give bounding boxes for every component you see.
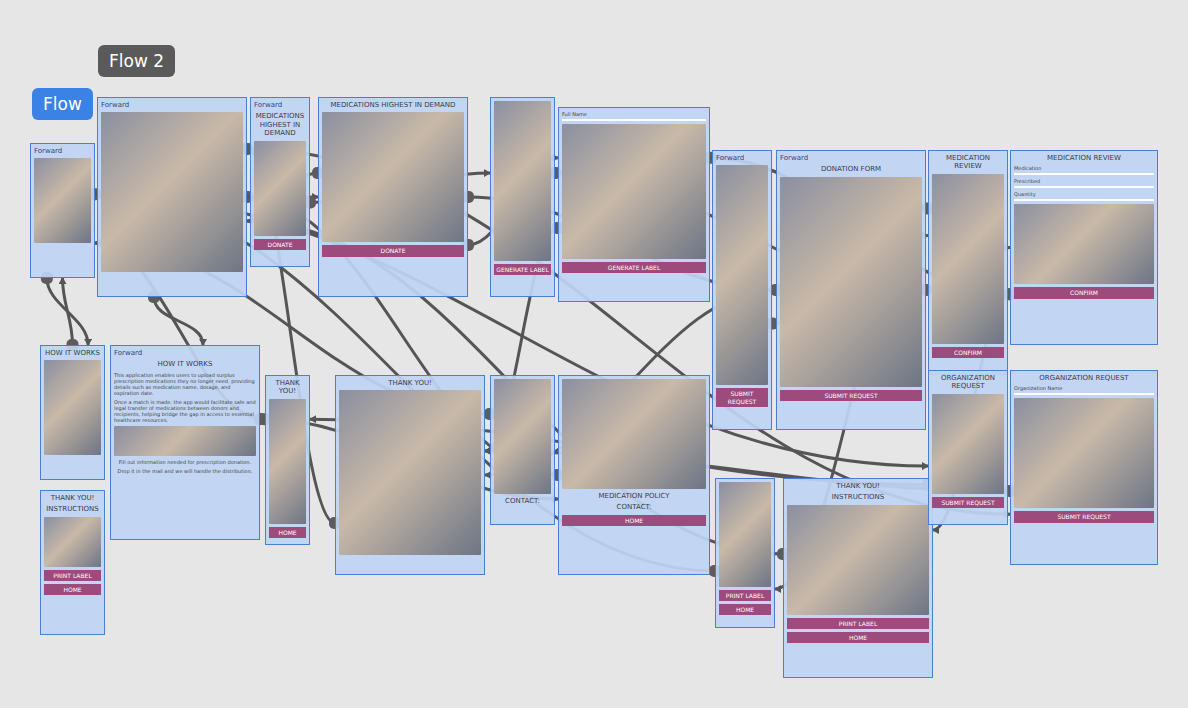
button-label: CONFIRM	[932, 347, 1004, 358]
button-label: SUBMIT REQUEST	[716, 388, 768, 406]
screen-frame: MEDICATION POLICY CONTACT: HOME	[558, 375, 710, 575]
screen-image	[494, 379, 551, 494]
button-label: HOME	[562, 515, 706, 526]
field-label: Medication	[1014, 165, 1154, 175]
flow-tag: Flow 2	[98, 45, 175, 77]
screen-frame: ForwardHOW IT WORKS This application enab…	[110, 345, 260, 540]
screen-image	[780, 177, 922, 387]
screen-heading: DONATION FORM	[821, 165, 881, 173]
screen-heading: HOW IT WORKS	[158, 360, 213, 368]
button-label: HOME	[44, 584, 101, 595]
button-label: DONATE	[322, 245, 464, 256]
button-label: SUBMIT REQUEST	[932, 497, 1004, 508]
screen-frame: THANK YOU!	[335, 375, 485, 575]
screen-heading: MEDICATION REVIEW	[932, 154, 1004, 171]
screen-image	[1014, 398, 1154, 508]
field-label: Organization Name	[1014, 385, 1154, 395]
button-label: SUBMIT REQUEST	[780, 390, 922, 401]
screen-image	[716, 165, 768, 385]
logo-text: Forward	[101, 101, 129, 109]
screen-image	[932, 394, 1004, 494]
logo-text: Forward	[34, 147, 62, 155]
body-text: Fill out information needed for prescrip…	[119, 459, 251, 465]
logo-text: Forward	[716, 154, 744, 162]
screen-frame: ForwardMEDICATIONS HIGHEST IN DEMAND DONA…	[250, 97, 310, 267]
screen-frame: CONTACT:	[490, 375, 555, 525]
screen-image	[562, 379, 706, 489]
screen-heading: ORGANIZATION REQUEST	[932, 374, 1004, 391]
screen-frame: THANK YOU! HOME	[265, 375, 310, 545]
flow-tag: Flow	[32, 88, 93, 120]
screen-heading: INSTRUCTIONS	[832, 493, 884, 501]
screen-heading: CONTACT:	[505, 497, 540, 505]
screen-frame: ORGANIZATION REQUEST Organization NameSUB…	[1010, 370, 1158, 565]
screen-heading: INSTRUCTIONS	[46, 505, 98, 513]
screen-frame: THANK YOU! INSTRUCTIONS PRINT LABEL HOME	[40, 490, 105, 635]
screen-image	[719, 482, 771, 587]
logo-text: Forward	[114, 349, 142, 357]
field-label: Prescribed	[1014, 178, 1154, 188]
screen-heading: MEDICATION REVIEW	[1047, 154, 1121, 162]
screen-heading: THANK YOU!	[836, 482, 880, 490]
logo-text: Forward	[780, 154, 808, 162]
button-label: HOME	[787, 632, 929, 643]
screen-frame: HOW IT WORKS	[40, 345, 105, 480]
button-label: HOME	[269, 527, 306, 538]
screen-heading: ORGANIZATION REQUEST	[1039, 374, 1128, 382]
field-label: Full Name	[562, 111, 706, 121]
screen-frame: ForwardDONATION FORM SUBMIT REQUEST	[776, 150, 926, 430]
body-text: This application enables users to upload…	[114, 372, 256, 396]
body-text: Once a match is made, the app would faci…	[114, 399, 256, 423]
screen-image	[787, 505, 929, 615]
screen-heading: CONTACT:	[617, 503, 652, 511]
screen-image	[494, 101, 551, 261]
screen-image	[44, 517, 101, 567]
button-label: PRINT LABEL	[44, 570, 101, 581]
screen-frame: MEDICATION REVIEW MedicationPrescribedQua…	[1010, 150, 1158, 345]
screen-image	[932, 174, 1004, 344]
screen-image	[101, 112, 243, 272]
screen-heading: THANK YOU!	[388, 379, 432, 387]
screen-image	[322, 112, 464, 242]
screen-frame: THANK YOU! INSTRUCTIONS PRINT LABEL HOME	[783, 478, 933, 678]
screen-image	[1014, 204, 1154, 284]
screen-frame: ForwardSUBMIT REQUEST	[712, 150, 772, 430]
prototype-connector	[63, 278, 73, 345]
button-label: SUBMIT REQUEST	[1014, 511, 1154, 522]
screen-frame: MEDICATION REVIEW CONFIRM	[928, 150, 1008, 375]
body-text: Drop it in the mail and we will handle t…	[118, 468, 253, 474]
screen-image	[34, 158, 91, 243]
screen-frame: Forward	[30, 143, 95, 278]
button-label: DONATE	[254, 239, 306, 250]
screen-heading: HOW IT WORKS	[45, 349, 100, 357]
prototype-connector	[47, 278, 88, 345]
screen-frame: ORGANIZATION REQUEST SUBMIT REQUEST	[928, 370, 1008, 525]
screen-image	[339, 390, 481, 555]
prototype-connector	[154, 297, 203, 345]
logo-text: Forward	[254, 101, 282, 109]
field-label: Quantity	[1014, 191, 1154, 201]
screen-image	[254, 141, 306, 236]
screen-heading: MEDICATION POLICY	[598, 492, 669, 500]
screen-image	[269, 399, 306, 524]
screen-frame: MEDICATIONS HIGHEST IN DEMAND DONATE	[318, 97, 468, 297]
button-label: PRINT LABEL	[719, 590, 771, 601]
screen-frame: Full NameGENERATE LABEL	[558, 107, 710, 302]
screen-frame: Forward	[97, 97, 247, 297]
screen-image	[114, 426, 256, 456]
screen-heading: THANK YOU!	[269, 379, 306, 396]
screen-heading: MEDICATIONS HIGHEST IN DEMAND	[254, 112, 306, 137]
screen-heading: THANK YOU!	[51, 494, 95, 502]
screen-heading: MEDICATIONS HIGHEST IN DEMAND	[331, 101, 456, 109]
screen-frame: GENERATE LABEL	[490, 97, 555, 297]
button-label: PRINT LABEL	[787, 618, 929, 629]
button-label: GENERATE LABEL	[562, 262, 706, 273]
screen-image	[44, 360, 101, 455]
screen-image	[562, 124, 706, 259]
button-label: HOME	[719, 604, 771, 615]
screen-frame: PRINT LABEL HOME	[715, 478, 775, 628]
button-label: GENERATE LABEL	[494, 264, 551, 275]
button-label: CONFIRM	[1014, 287, 1154, 298]
